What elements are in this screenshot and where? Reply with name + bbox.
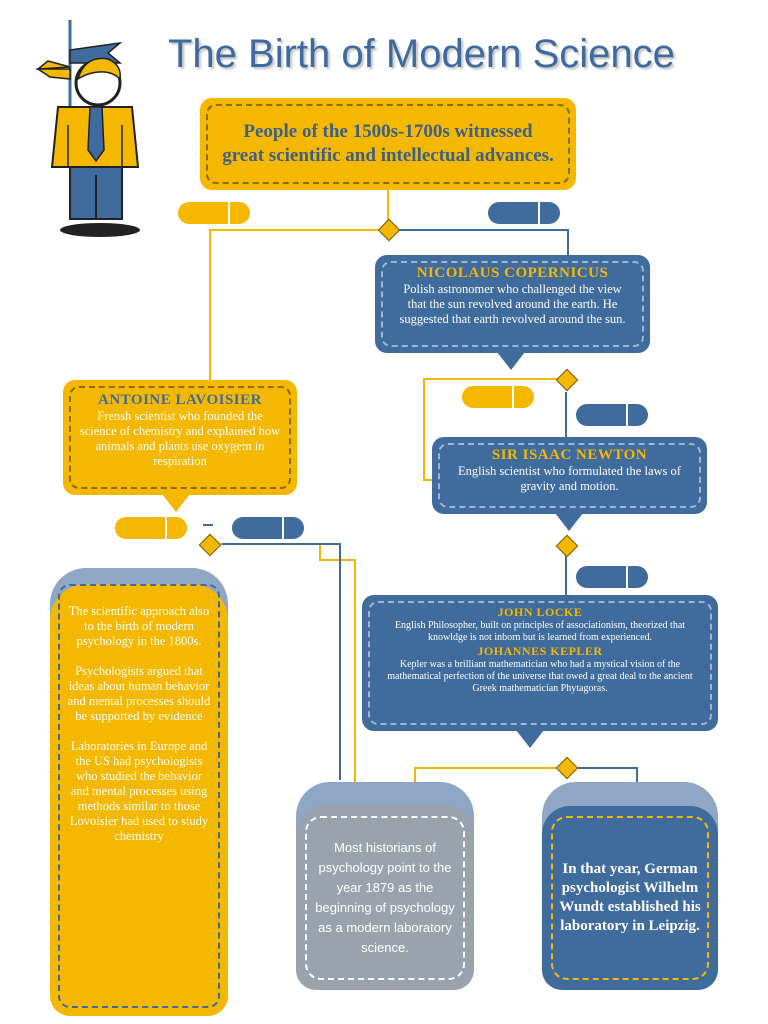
wundt-box: In that year, German psychologist Wilhel…	[542, 806, 718, 990]
callout-pointer	[162, 494, 190, 512]
copernicus-heading: NICOLAUS COPERNICUS	[416, 265, 609, 281]
approach-column: The scientific approach also to the birt…	[50, 584, 228, 1016]
intro-text: People of the 1500s-1700s witnessed grea…	[222, 121, 554, 166]
newton-text: English scientist who formulated the law…	[458, 464, 681, 493]
lavoisier-heading: ANTOINE LAVOISIER	[98, 392, 262, 408]
copernicus-text: Polish astronomer who challenged the vie…	[399, 282, 626, 326]
kepler-text: Kepler was a brilliant mathematician who…	[387, 659, 693, 694]
historians-text: Most historians of psychology point to t…	[315, 840, 455, 955]
approach-text-3: Laboratories in Europe and the US had ps…	[69, 739, 209, 843]
callout-pointer	[497, 352, 525, 370]
locke-text: English Philosopher, built on principles…	[394, 620, 686, 643]
approach-text-1: The scientific approach also to the birt…	[68, 604, 210, 648]
connector-pill	[178, 202, 250, 224]
locke-kepler-box: JOHN LOCKE English Philosopher, built on…	[362, 595, 718, 731]
lavoisier-box: ANTOINE LAVOISIER Frensh scientist who f…	[63, 380, 297, 495]
person-icon	[35, 20, 140, 237]
copernicus-box: NICOLAUS COPERNICUS Polish astronomer wh…	[375, 255, 650, 353]
connector-pill	[576, 404, 648, 426]
connector-pill	[576, 566, 648, 588]
historians-box: Most historians of psychology point to t…	[296, 806, 474, 990]
intro-box: People of the 1500s-1700s witnessed grea…	[200, 98, 576, 190]
wundt-text: In that year, German psychologist Wilhel…	[559, 861, 701, 934]
locke-heading: JOHN LOCKE	[497, 605, 583, 619]
connector-pill	[488, 202, 560, 224]
connector-pill	[115, 517, 187, 539]
page-title: The Birth of Modern Science	[168, 32, 675, 76]
connector-dash	[203, 524, 213, 526]
newton-box: SIR ISAAC NEWTON English scientist who f…	[432, 437, 707, 514]
callout-pointer	[516, 730, 544, 748]
callout-pointer	[555, 513, 583, 531]
approach-text-2: Psychologists argued that ideas about hu…	[67, 664, 211, 723]
newton-heading: SIR ISAAC NEWTON	[491, 447, 648, 463]
kepler-heading: JOHANNES KEPLER	[477, 644, 603, 658]
connector-pill	[462, 386, 534, 408]
lavoisier-text: Frensh scientist who founded the science…	[79, 409, 281, 468]
connector-pill	[232, 517, 304, 539]
